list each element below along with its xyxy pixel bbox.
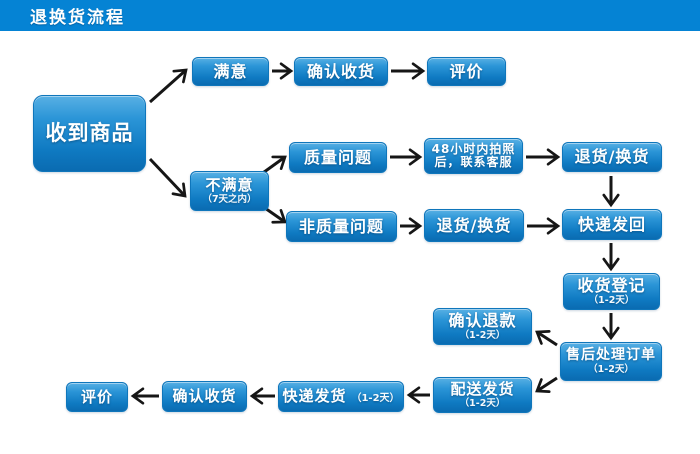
node-quality-issue: 质量问题	[289, 142, 387, 173]
node-sublabel: （1-2天）	[351, 393, 400, 405]
node-express-send-back: 快递发回	[562, 209, 662, 240]
arrow-aftersales-to-dispatch	[535, 376, 558, 393]
node-aftersales-order: 售后处理订单（1-2天）	[560, 342, 662, 381]
node-return-exchange-2: 退货/换货	[424, 209, 524, 242]
arrow-aftersales-to-refund	[535, 330, 558, 347]
node-label: 确认收货	[172, 387, 237, 406]
node-express-dispatch: 快递发货 （1-2天）	[278, 381, 404, 412]
node-review-bottom: 评价	[66, 382, 128, 412]
node-label: 评价	[80, 387, 113, 406]
node-receipt-registration: 收货登记（1-2天）	[563, 273, 660, 310]
node-confirm-receipt-bottom: 确认收货	[162, 381, 247, 412]
node-received-goods: 收到商品	[33, 95, 146, 172]
node-review-top: 评价	[427, 57, 506, 86]
node-label: 非质量问题	[298, 216, 384, 236]
node-label: 收货登记	[577, 275, 646, 295]
node-unsatisfied: 不满意（7天之内）	[190, 171, 269, 211]
node-label: 退货/换货	[574, 147, 650, 167]
node-sublabel: （1-2天）	[588, 363, 634, 375]
node-label: 快递发回	[577, 214, 646, 234]
node-label: 评价	[449, 61, 484, 81]
node-return-exchange-1: 退货/换货	[562, 142, 662, 172]
node-sublabel: （1-2天）	[459, 397, 506, 409]
node-label: 不满意	[205, 175, 254, 194]
node-delivery-dispatch: 配送发货（1-2天）	[433, 377, 532, 413]
node-satisfied: 满意	[192, 57, 269, 86]
node-non-quality-issue: 非质量问题	[286, 211, 397, 242]
node-label: 退货/换货	[436, 215, 512, 235]
arrow-received-to-unsatisfied	[148, 157, 187, 198]
node-sublabel: （7天之内）	[202, 193, 257, 205]
node-confirm-refund: 确认退款（1-2天）	[433, 308, 532, 345]
node-label: 快递发货	[282, 387, 347, 406]
node-sublabel: （1-2天）	[588, 294, 635, 306]
node-label: 确认退款	[448, 310, 517, 330]
arrow-received-to-satisfied	[149, 68, 188, 104]
node-label-line: 48小时内拍照	[431, 141, 516, 156]
page-title: 退换货流程	[30, 8, 125, 28]
node-label: 确认收货	[306, 61, 375, 81]
node-label: 质量问题	[303, 147, 372, 167]
node-confirm-receipt-top: 确认收货	[294, 57, 388, 86]
node-label: 售后处理订单	[566, 346, 656, 363]
node-label-line: 后，联系客服	[434, 155, 513, 169]
node-label: 满意	[213, 61, 248, 81]
node-label: 配送发货	[450, 379, 515, 398]
header-bar: 退换货流程	[0, 0, 700, 31]
node-label: 收到商品	[45, 120, 134, 145]
node-sublabel: （1-2天）	[459, 329, 506, 341]
node-photo-48h: 48小时内拍照后，联系客服	[424, 138, 523, 174]
